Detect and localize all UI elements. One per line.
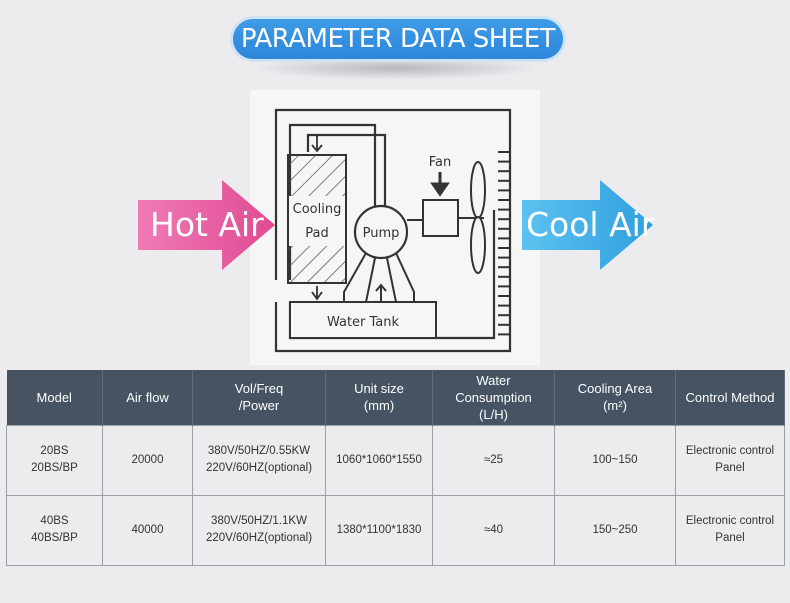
fan-label: Fan xyxy=(429,155,452,170)
fan-arrow-icon xyxy=(430,172,450,197)
cell-line: Electronic control xyxy=(685,445,775,457)
cool-air-label: Cool Air xyxy=(526,205,655,244)
water-tank xyxy=(289,301,437,339)
cell-water: ≈40 xyxy=(432,494,555,566)
cell-power: 380V/50HZ/0.55KW 220V/60HZ(optional) xyxy=(192,424,326,496)
cell-air-flow: 20000 xyxy=(102,424,193,496)
cell-line: Cooling Area xyxy=(577,381,653,397)
column-header: Air flow xyxy=(102,370,193,425)
cell-area: 100~150 xyxy=(554,424,676,496)
table-row: 20BS 20BS/BP 20000 380V/50HZ/0.55KW 220V/60H… xyxy=(6,424,785,496)
pump-stand xyxy=(343,252,415,303)
column-header: Model xyxy=(6,370,103,425)
column-header: Vol/Freq/Power xyxy=(192,370,326,425)
cell-line: Unit size xyxy=(354,381,404,397)
cell-line: 40BS xyxy=(40,515,69,527)
table-row: 40BS 40BS/BP 40000 380V/50HZ/1.1KW 220V/60HZ… xyxy=(6,494,785,566)
cell-line: 20BS xyxy=(40,445,69,457)
air-grille xyxy=(498,151,510,336)
cell-unit-size: 1060*1060*1550 xyxy=(325,424,433,496)
cell-model: 20BS 20BS/BP xyxy=(6,424,103,496)
cell-line: Control Method xyxy=(685,389,775,405)
cell-unit-size: 1380*1100*1830 xyxy=(325,494,433,566)
cell-water: ≈25 xyxy=(432,424,555,496)
cell-line: Panel xyxy=(715,462,745,474)
diagram-svg: Hot Air Cool Air Cooling Pad Pump xyxy=(138,90,655,365)
cell-line: Model xyxy=(36,389,72,405)
cell-line: /Power xyxy=(238,398,280,414)
column-header: Control Method xyxy=(675,370,785,425)
pump xyxy=(353,204,409,260)
cell-line: (L/H) xyxy=(479,406,508,422)
cell-line: 20BS/BP xyxy=(31,462,78,474)
cell-line: Panel xyxy=(715,532,745,544)
fan-blade-bottom xyxy=(470,216,486,274)
cool-air-arrow xyxy=(522,180,653,270)
hot-air-label: Hot Air xyxy=(150,205,264,244)
cell-line: 40BS/BP xyxy=(31,532,78,544)
water-tank-label: Water Tank xyxy=(327,315,400,330)
cooling-pad-label-2: Pad xyxy=(305,226,328,241)
cooling-diagram: Hot Air Cool Air Cooling Pad Pump xyxy=(0,80,790,370)
cell-line: 220V/60HZ(optional) xyxy=(205,462,313,474)
cell-air-flow: 40000 xyxy=(102,494,193,566)
cell-line: Air flow xyxy=(126,389,169,405)
water-flow-arrows xyxy=(311,135,323,301)
cooling-pad-label-1: Cooling xyxy=(293,202,342,217)
title-banner: PARAMETER DATA SHEET xyxy=(0,0,790,80)
cell-line: 220V/60HZ(optional) xyxy=(205,532,313,544)
hot-air-arrow xyxy=(138,180,275,270)
cell-line: 380V/50HZ/0.55KW xyxy=(207,445,311,457)
fan-motor xyxy=(422,199,459,237)
cell-line: (mm) xyxy=(363,398,395,414)
column-header: Cooling Area(m²) xyxy=(554,370,676,425)
cell-line: Consumption xyxy=(455,389,532,405)
fan-blade-top xyxy=(470,161,486,219)
cell-area: 150~250 xyxy=(554,494,676,566)
cell-power: 380V/50HZ/1.1KW 220V/60HZ(optional) xyxy=(192,494,326,566)
cell-line: Electronic control xyxy=(685,515,775,527)
pump-label: Pump xyxy=(363,226,400,241)
cell-line: 380V/50HZ/1.1KW xyxy=(211,515,307,527)
column-header: Unit size(mm) xyxy=(325,370,433,425)
cell-line: Water xyxy=(476,372,511,388)
cell-line: Vol/Freq xyxy=(234,381,284,397)
page-title: PARAMETER DATA SHEET xyxy=(230,16,566,62)
cell-model: 40BS 40BS/BP xyxy=(6,494,103,566)
cell-line: (m²) xyxy=(603,398,627,414)
